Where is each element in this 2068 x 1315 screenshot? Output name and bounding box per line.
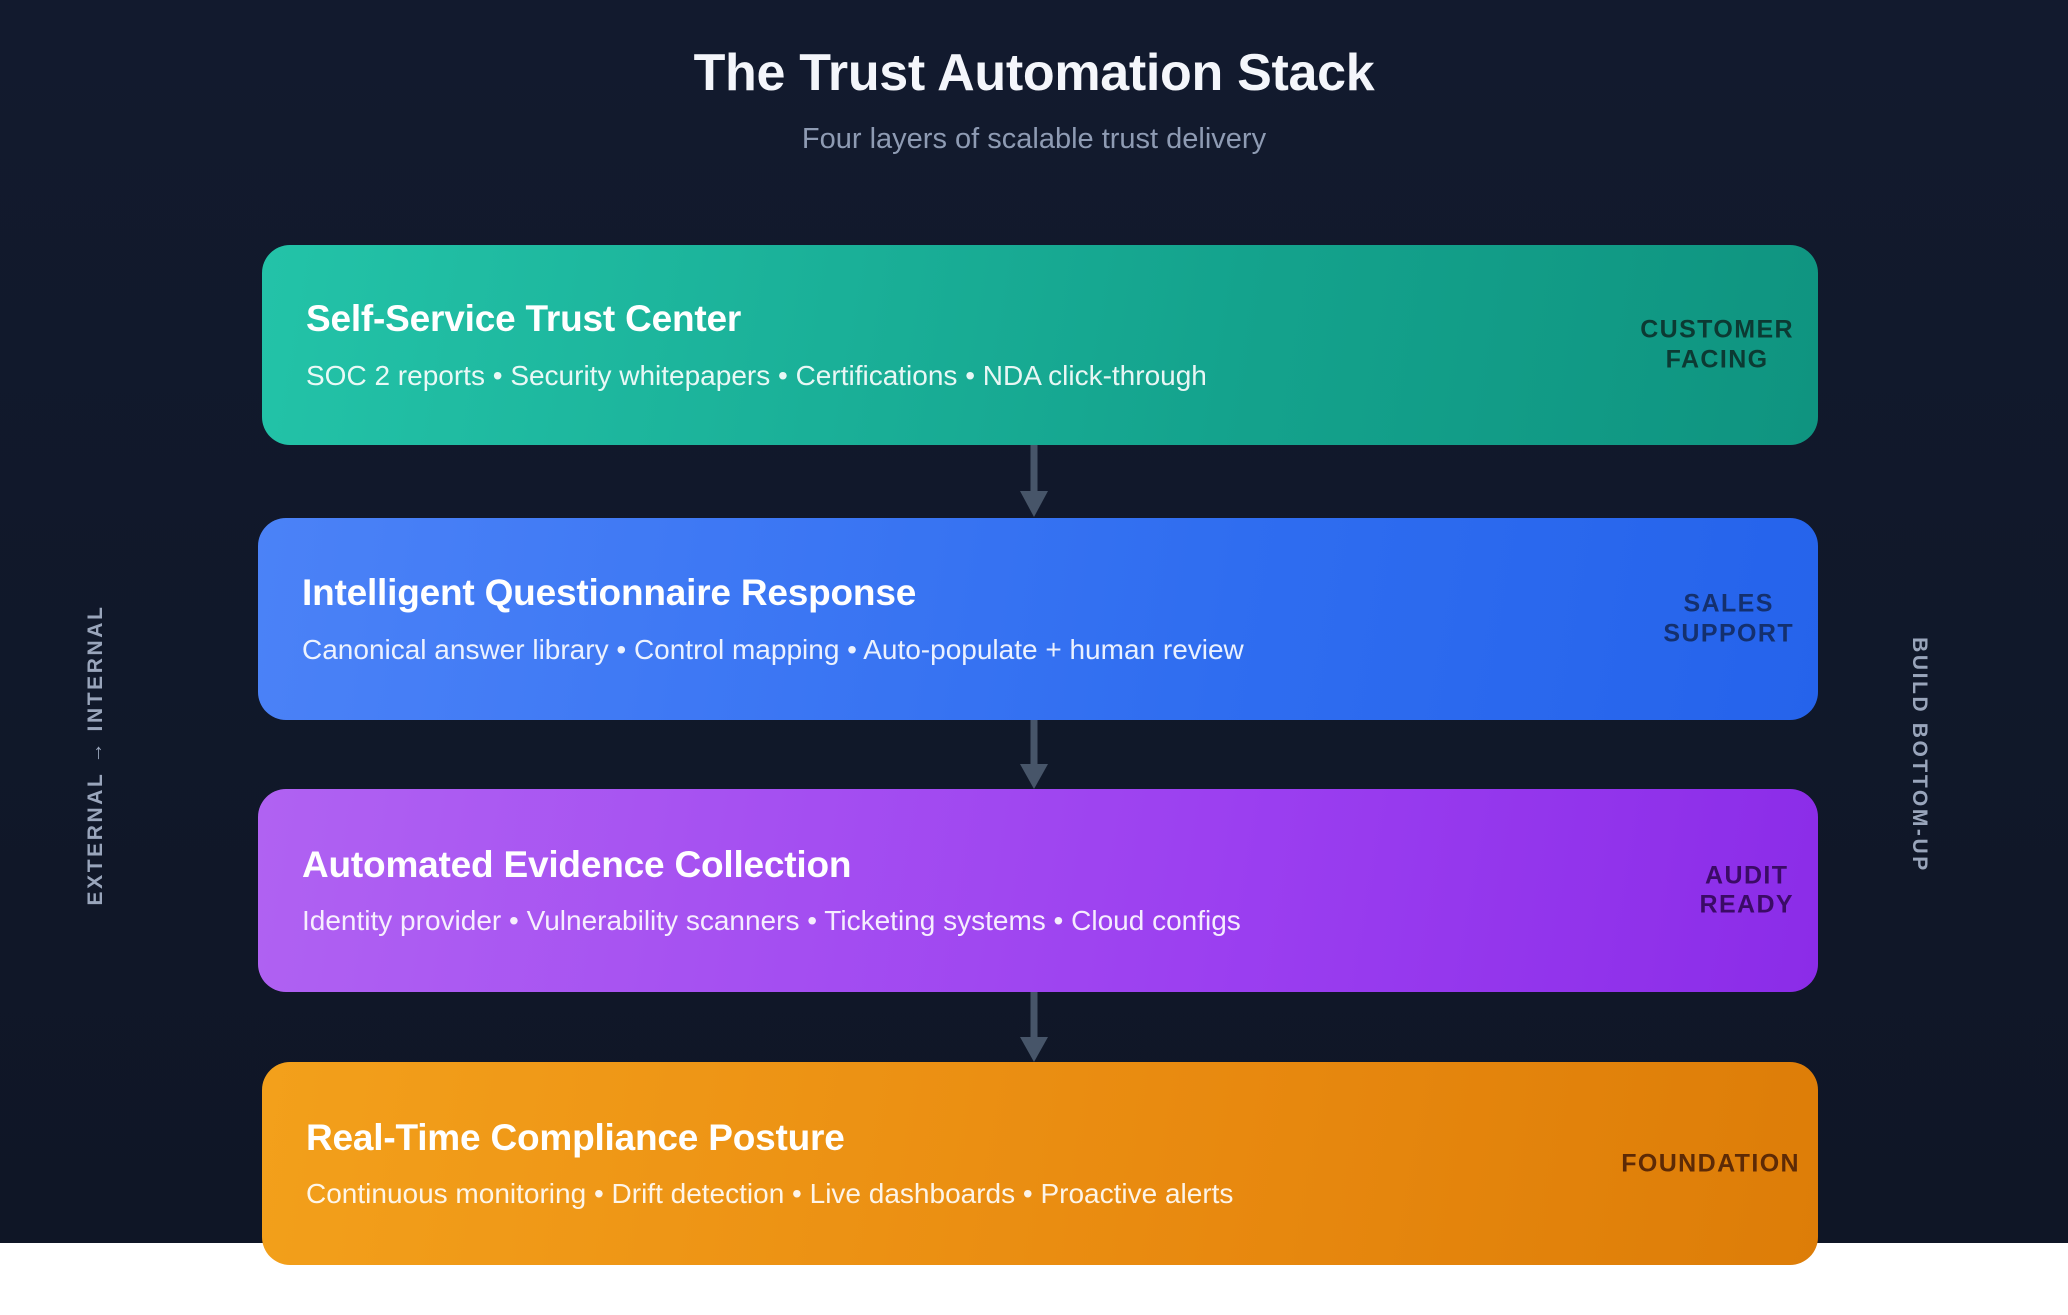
stack-layer-body: Automated Evidence Collection Identity p… — [302, 843, 1241, 938]
page-subtitle: Four layers of scalable trust delivery — [801, 123, 1267, 156]
stack-layer-detail: Continuous monitoring • Drift detection … — [306, 1178, 1234, 1210]
stack-layer-badge: AUDIT READY — [1699, 861, 1794, 919]
arrow-down-icon — [1020, 992, 1048, 1062]
arrow-down-icon — [1020, 445, 1048, 517]
connector-arrow-3 — [1012, 992, 1056, 1064]
stack-layer-body: Intelligent Questionnaire Response Canon… — [302, 571, 1244, 666]
stack-layer-badge: FOUNDATION — [1621, 1148, 1800, 1177]
stack-layer-body: Real-Time Compliance Posture Continuous … — [306, 1116, 1233, 1211]
stack-layer-real-time-compliance-posture[interactable]: Real-Time Compliance Posture Continuous … — [262, 1062, 1818, 1265]
axis-label-external-internal: EXTERNAL → INTERNAL — [84, 604, 107, 906]
connector-arrow-2 — [1012, 720, 1056, 791]
stack-layer-title: Automated Evidence Collection — [302, 843, 852, 885]
stack-layer-detail: Identity provider • Vulnerability scanne… — [302, 905, 1241, 937]
arrow-down-icon — [1020, 720, 1048, 789]
page-title: The Trust Automation Stack — [693, 44, 1375, 102]
stack-layer-badge: CUSTOMER FACING — [1640, 315, 1794, 374]
diagram-header: The Trust Automation Stack Four layers o… — [0, 0, 2068, 157]
stack-layer-title: Real-Time Compliance Posture — [306, 1116, 845, 1158]
stack-layer-title: Intelligent Questionnaire Response — [302, 572, 917, 614]
stack-layer-body: Self-Service Trust Center SOC 2 reports … — [306, 297, 1207, 392]
stack-layer-title: Self-Service Trust Center — [306, 298, 742, 340]
connector-arrow-1 — [1012, 445, 1056, 519]
stack-layer-automated-evidence-collection[interactable]: Automated Evidence Collection Identity p… — [258, 789, 1818, 992]
stack-layer-self-service-trust-center[interactable]: Self-Service Trust Center SOC 2 reports … — [262, 245, 1818, 445]
stack-layer-detail: SOC 2 reports • Security whitepapers • C… — [306, 359, 1207, 391]
stack-layer-detail: Canonical answer library • Control mappi… — [302, 633, 1244, 665]
stack-layer-intelligent-questionnaire-response[interactable]: Intelligent Questionnaire Response Canon… — [258, 518, 1818, 720]
axis-label-build-bottom-up: BUILD BOTTOM-UP — [1908, 637, 1931, 873]
stack-layer-badge: SALES SUPPORT — [1663, 589, 1794, 648]
